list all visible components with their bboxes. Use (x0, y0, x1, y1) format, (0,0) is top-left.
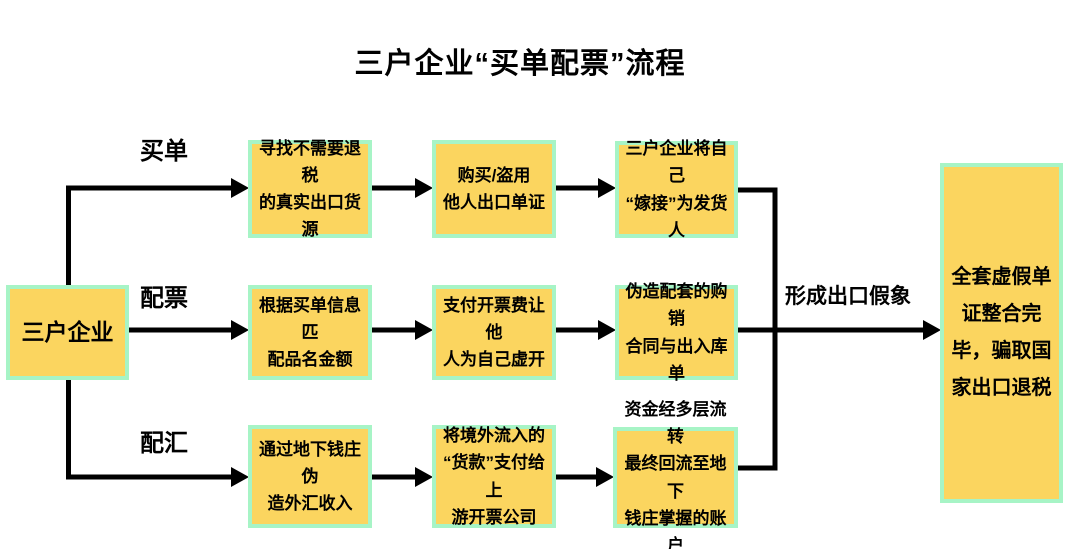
arrowhead (923, 320, 941, 340)
branch-label-match-invoice: 配票 (140, 285, 188, 312)
branch-label-match-forex: 配汇 (140, 430, 188, 457)
step-buy-order-1: 寻找不需要退税 的真实出口货源 (248, 139, 372, 239)
arrowhead (415, 178, 433, 198)
arrowhead (596, 467, 614, 487)
arrowhead (231, 178, 249, 198)
step-match-forex-3: 资金经多层流转 最终回流至地下 钱庄掌握的账户 (613, 400, 738, 549)
diagram-title: 三户企业“买单配票”流程 (354, 48, 686, 80)
step-match-invoice-3: 伪造配套的购销 合同与出入库单 (615, 282, 738, 383)
merge-label-fake-export: 形成出口假象 (785, 285, 911, 308)
step-buy-order-3: 三户企业将自己 “嫁接”为发货人 (615, 139, 738, 240)
step-match-forex-1: 通过地下钱庄伪 造外汇收入 (248, 425, 372, 528)
arrowhead (598, 320, 616, 340)
step-match-forex-2: 将境外流入的 “货款”支付给上 游开票公司 (432, 425, 556, 528)
step-match-invoice-2: 支付开票费让他 人为自己虚开 (432, 285, 556, 380)
step-match-invoice-1: 根据买单信息匹 配品名金额 (248, 285, 372, 380)
branch-label-buy-order: 买单 (140, 138, 188, 165)
node-start-enterprises: 三户企业 (6, 285, 129, 380)
arrowhead (415, 320, 433, 340)
arrowhead (231, 320, 249, 340)
arrowhead (598, 178, 616, 198)
step-buy-order-2: 购买/盗用 他人出口单证 (432, 140, 556, 238)
node-end-tax-fraud: 全套虚假单 证整合完 毕，骗取国 家出口退税 (940, 163, 1063, 503)
arrowhead (231, 467, 249, 487)
arrowhead (415, 467, 433, 487)
